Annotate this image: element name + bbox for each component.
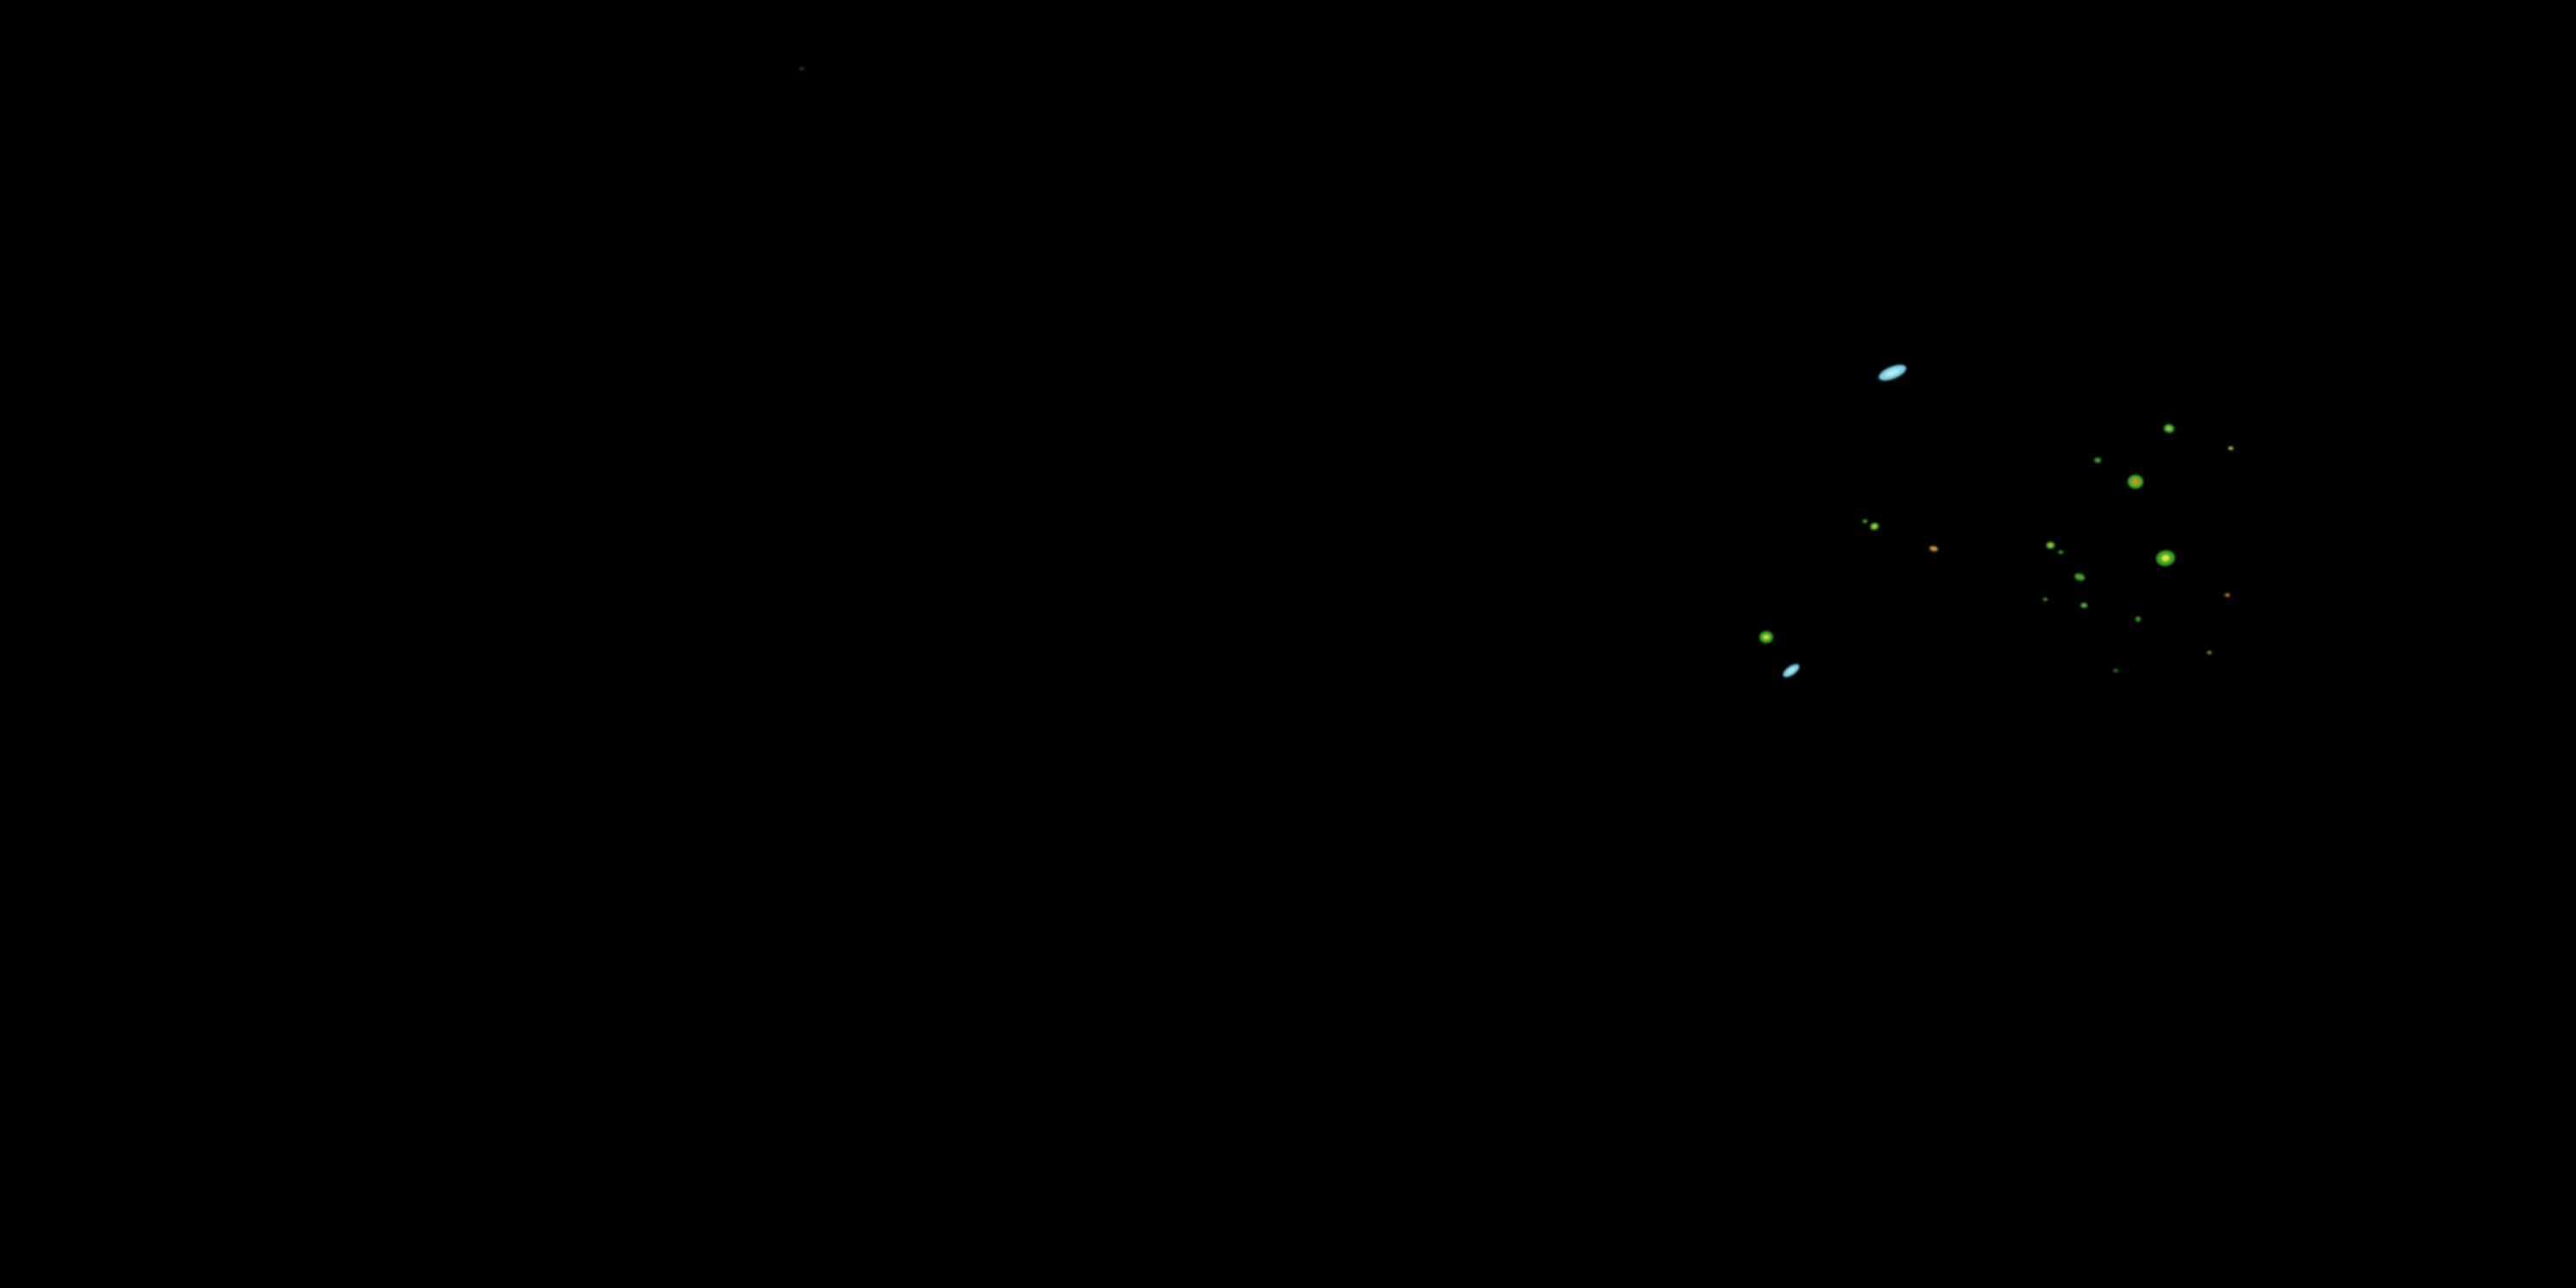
- green-speck-pair-b: [2058, 550, 2063, 554]
- green-speck: [1862, 519, 1868, 523]
- cyan-streak-lower: [1783, 664, 1800, 677]
- green-ring-orange-core: [2128, 475, 2143, 489]
- orange-speck: [1929, 545, 1938, 552]
- orange-speck: [2225, 593, 2230, 597]
- large-green-yellow-blob: [2156, 550, 2175, 567]
- olive-speck: [2207, 651, 2212, 654]
- yellow-speck: [2228, 447, 2233, 450]
- green-yellow-speck: [1870, 522, 1879, 531]
- green-speck: [2136, 617, 2141, 622]
- green-speck-pair-a: [2046, 542, 2055, 549]
- green-speck: [2094, 458, 2101, 463]
- green-speck: [2081, 603, 2087, 608]
- green-speck: [2043, 598, 2048, 601]
- green-speck: [2075, 573, 2085, 581]
- green-blob-yellow-core: [1759, 631, 1773, 643]
- dim-green-speck: [2113, 669, 2118, 672]
- cyan-streak-upper: [1879, 364, 1906, 381]
- green-speck-cluster-top: [2164, 423, 2174, 434]
- faint-speck-top-left: [799, 67, 805, 70]
